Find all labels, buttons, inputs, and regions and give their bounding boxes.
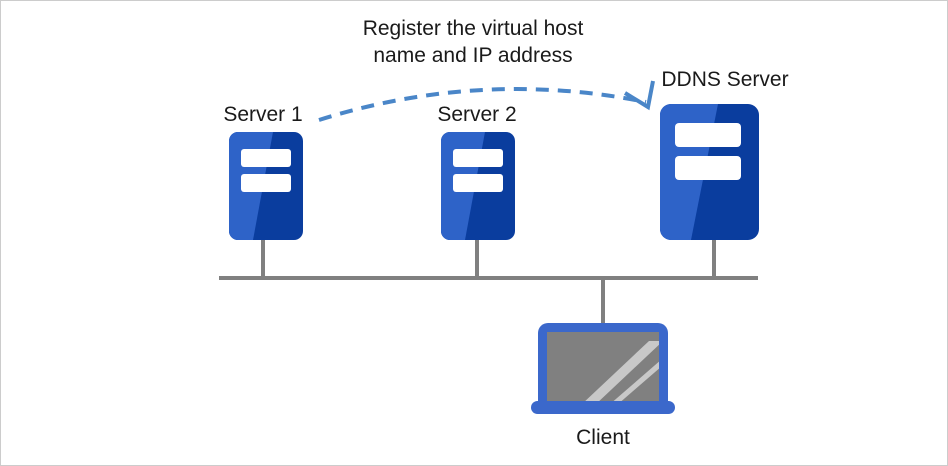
client-label: Client (576, 426, 630, 449)
server-2-bar-bottom (453, 174, 503, 192)
network-bus-group (219, 240, 758, 323)
server-2-node: Server 2 (437, 103, 517, 240)
server-1-icon (229, 132, 303, 240)
server-1-bar-bottom (241, 174, 291, 192)
server-1-bar-top (241, 149, 291, 167)
ddns-server-icon (660, 104, 759, 240)
register-annotation-line-1: Register the virtual host (363, 17, 584, 40)
server-2-icon (441, 132, 515, 240)
register-annotation: Register the virtual host name and IP ad… (363, 17, 584, 67)
ddns-server-bar-bottom (675, 156, 741, 180)
ddns-server-node: DDNS Server (660, 68, 789, 240)
registration-arrow-head (623, 80, 655, 111)
registration-arrow-path (318, 87, 647, 122)
server-2-label: Server 2 (437, 103, 516, 126)
client-node: Client (531, 323, 675, 449)
registration-arrow-group (318, 80, 655, 122)
client-screen-glare (582, 341, 659, 404)
ddns-server-bar-top (675, 123, 741, 147)
server-1-node: Server 1 (223, 103, 303, 240)
client-screen-glare-stripe-1 (582, 341, 659, 404)
server-1-label: Server 1 (223, 103, 302, 126)
ddns-server-label: DDNS Server (661, 68, 788, 91)
client-laptop-base (531, 401, 675, 414)
server-2-bar-top (453, 149, 503, 167)
register-annotation-line-2: name and IP address (373, 44, 572, 67)
